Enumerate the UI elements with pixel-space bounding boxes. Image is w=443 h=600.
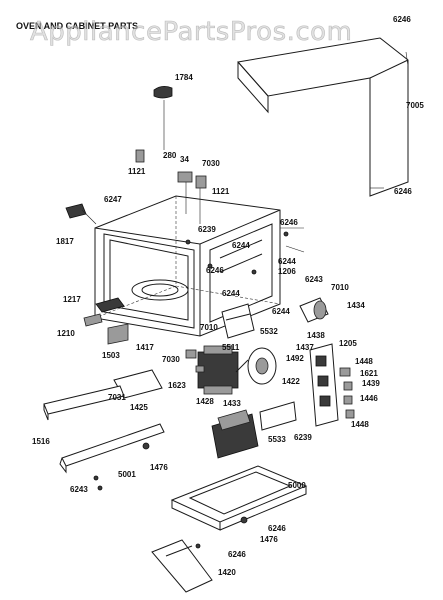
callout-1476-right: 1476 [260,535,278,544]
callout-6243-top: 6243 [305,275,323,284]
capacitor-part [299,297,329,323]
callout-1428: 1428 [196,397,214,406]
callout-6246-top: 6246 [393,15,411,24]
callout-5000: 5000 [288,481,306,490]
watermark-text: AppliancePartsPros.com [30,17,352,47]
callout-5533: 5533 [268,435,286,444]
fan-motor-part [235,347,277,385]
base-plate-part [170,465,308,531]
callout-6246-cabinet: 6246 [394,187,412,196]
screw-markers [185,227,305,275]
callout-5001: 5001 [118,470,136,479]
outer-cabinet-part [237,37,409,197]
callout-1121-left: 1121 [128,167,146,176]
magnetron-part [197,345,239,395]
thermostat-parts [135,149,207,224]
diode-part [185,349,205,373]
interlock-switches [339,367,355,419]
latch-parts [83,297,125,327]
callout-1206: 1206 [278,267,296,276]
callout-6244-right: 6244 [278,257,296,266]
callout-1210: 1210 [57,329,75,338]
callout-6244-center: 6244 [222,289,240,298]
callout-6246-frame: 6246 [280,218,298,227]
callout-1476-left: 1476 [150,463,168,472]
callout-7030-center: 7030 [162,355,180,364]
oven-cavity-frame-part [94,195,281,337]
callout-6239-lower: 6239 [294,433,312,442]
callout-1623: 1623 [168,381,186,390]
door-hinge-part [65,203,97,225]
callout-1422: 1422 [282,377,300,386]
callout-6247: 6247 [104,195,122,204]
callout-6246-bottom: 6246 [228,550,246,559]
callout-1437: 1437 [296,343,314,352]
diagram-title: OVEN AND CABINET PARTS [16,21,138,31]
callout-1784: 1784 [175,73,193,82]
callout-1425: 1425 [130,403,148,412]
callout-1448-lower: 1448 [351,420,369,429]
callout-1439: 1439 [362,379,380,388]
callout-1438: 1438 [307,331,325,340]
callout-1516: 1516 [32,437,50,446]
insulation-pad-part [107,323,129,345]
callout-1205: 1205 [339,339,357,348]
callout-6244-lower: 6244 [272,307,290,316]
transformer-part [211,409,259,459]
front-panel-strip-part [43,385,125,421]
callout-1434: 1434 [347,301,365,310]
callout-1817: 1817 [56,237,74,246]
callout-1420: 1420 [218,568,236,577]
callout-1446: 1446 [360,394,378,403]
callout-1433: 1433 [223,399,241,408]
callout-6243-bottom: 6243 [70,485,88,494]
callout-34: 34 [180,155,189,164]
callout-6246-base: 6246 [268,524,286,533]
callout-5511: 5511 [222,343,240,352]
callout-6244-upper: 6244 [232,241,250,250]
callout-5532: 5532 [260,327,278,336]
bottom-screws [93,442,248,549]
callout-1417: 1417 [136,343,154,352]
callout-280: 280 [163,151,177,160]
control-panel-part [309,343,339,427]
callout-1121-right: 1121 [212,187,230,196]
shield-plate-part [259,401,297,431]
callout-1503: 1503 [102,351,120,360]
callout-7031: 7031 [108,393,126,402]
callout-labels: 6246 7005 6246 1784 280 34 7030 1121 112… [32,15,424,577]
support-bracket-part [151,539,213,593]
callout-7010-right: 7010 [331,283,349,292]
callout-6246-mid: 6246 [206,266,224,275]
callout-7010-center: 7010 [200,323,218,332]
callout-1621: 1621 [360,369,378,378]
callout-1448-upper: 1448 [355,357,373,366]
callout-1217: 1217 [63,295,81,304]
callout-6239-top: 6239 [198,225,216,234]
callout-1492: 1492 [286,354,304,363]
vent-cap-part [153,86,173,150]
callout-7030-top: 7030 [202,159,220,168]
callout-7005: 7005 [406,101,424,110]
fan-blade-part [221,303,255,339]
door-rail-part [59,423,165,474]
